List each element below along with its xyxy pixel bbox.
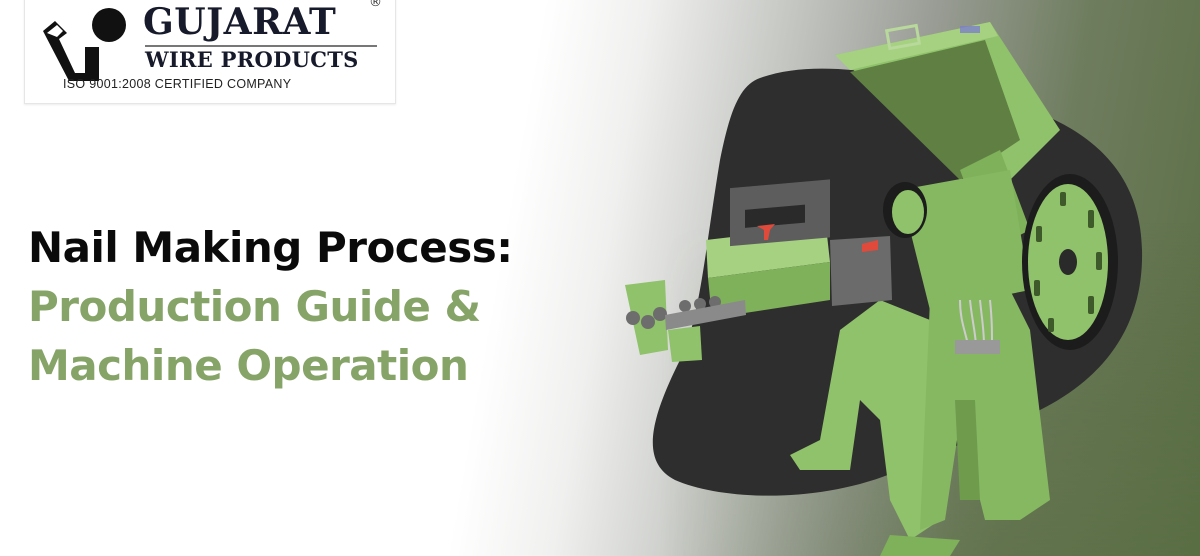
- certification-text: ISO 9001:2008 CERTIFIED COMPANY: [63, 77, 292, 91]
- headline-line-3: Machine Operation: [28, 341, 469, 390]
- headline-line-2: Production Guide &: [28, 282, 481, 331]
- gw-monogram-icon: [43, 8, 126, 81]
- brand-name: GUJARAT: [143, 1, 337, 43]
- logo-divider: [145, 45, 377, 47]
- company-logo[interactable]: GUJARAT ® WIRE PRODUCTS ISO 9001:2008 CE…: [24, 0, 396, 104]
- page-headline: Nail Making Process: Production Guide & …: [28, 218, 513, 395]
- nail-making-machine-image: [625, 22, 1143, 556]
- brand-subtitle: WIRE PRODUCTS: [145, 47, 359, 72]
- headline-line-1: Nail Making Process:: [28, 223, 513, 272]
- registered-mark: ®: [369, 0, 382, 10]
